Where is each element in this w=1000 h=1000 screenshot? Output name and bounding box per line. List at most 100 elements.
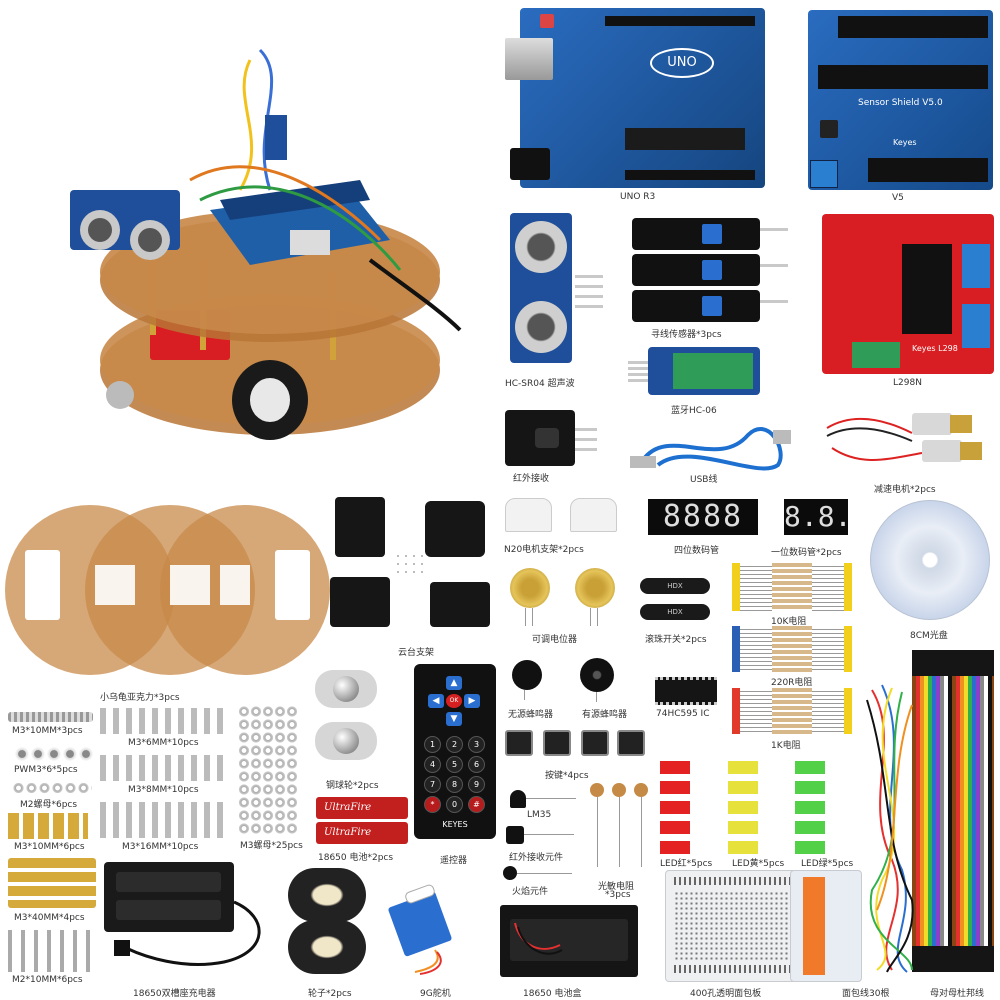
hc-sr04-module: [510, 213, 605, 363]
buzzer-leg: [524, 690, 525, 700]
resistor-tape: [844, 563, 852, 611]
resistors-220: [732, 626, 852, 672]
digital-header: [605, 16, 755, 26]
charger-body: [104, 862, 234, 932]
pin: [575, 275, 603, 278]
bracket-part: [430, 582, 490, 627]
ic74-label: 74HC595 IC: [656, 709, 710, 719]
battery-2: UltraFire: [316, 822, 408, 844]
remote-down-arrow: ▼: [446, 712, 462, 726]
bracket-part: [330, 577, 390, 627]
photoresistor: [634, 783, 648, 797]
tracking-sensor-2: [632, 254, 760, 286]
terminal-power: [852, 342, 900, 368]
breadboard-wire-label: 面包线30根: [842, 989, 890, 999]
pin: [575, 305, 603, 308]
tracking-sensor-1: [632, 218, 760, 250]
transducer-top: [515, 221, 567, 273]
resistor-tape: [844, 688, 852, 734]
remote-key: 1: [424, 736, 441, 753]
transducer-bottom: [515, 301, 567, 353]
caster-ball-2: [315, 722, 377, 760]
m3x10-label: M3*10MM*3pcs: [12, 726, 83, 736]
photoresistor-leg: [597, 797, 598, 867]
photoresistor: [590, 783, 604, 797]
tracking-sensor-3: [632, 290, 760, 322]
caster-label: 钢球轮*2pcs: [326, 781, 379, 791]
remote-key: 2: [446, 736, 463, 753]
passive-buzzer-label: 无源蜂鸣器: [508, 710, 554, 720]
ir-sensor: [535, 428, 559, 448]
resistor-bodies: [772, 626, 812, 672]
passive-buzzer: [512, 660, 542, 690]
m3x10-screws: [8, 712, 93, 722]
v5-header-mid: [818, 65, 988, 89]
robot-car-illustration: [70, 48, 462, 440]
remote-key: 4: [424, 756, 441, 773]
pwm3x6-screws: [14, 745, 94, 763]
remote-label: 遥控器: [440, 856, 468, 866]
pot-1: [510, 568, 550, 608]
pot: [702, 260, 722, 280]
remote-key: 7: [424, 776, 441, 793]
breadboard-label: 400孔透明面包板: [690, 989, 762, 999]
photoresistor-leg: [641, 797, 642, 867]
pot-leg: [597, 608, 598, 626]
remote-left-arrow: ◀: [428, 694, 444, 708]
resistor-tape: [732, 563, 740, 611]
pin: [575, 438, 597, 441]
remote-key: 6: [468, 756, 485, 773]
led-green-label: LED绿*5pcs: [801, 859, 854, 869]
photoresistor: [612, 783, 626, 797]
ir-receiver-module: [505, 410, 600, 468]
ir-remote: ▲ ◀ OK ▶ ▼ 1 2 3 4 5 6 7 8 9 * 0 # KEYES: [414, 664, 496, 839]
photoresistor-qty-label: *3pcs: [605, 890, 631, 900]
uno-pcb: [520, 8, 765, 188]
robot-car-photo: [40, 40, 480, 460]
pot: [702, 296, 722, 316]
battery-box-slot: [510, 919, 628, 961]
photoresistors: [590, 783, 650, 873]
r10k-label: 10K电阻: [771, 617, 807, 627]
l298n-module: Keyes L298: [822, 214, 994, 374]
breadboard-rail-bottom: [674, 965, 798, 973]
v5-label: V5: [892, 193, 904, 203]
potentiometers: [505, 568, 630, 628]
bracket-screws: [394, 552, 424, 577]
remote-key: 0: [446, 796, 463, 813]
acrylic-plates: [5, 495, 330, 685]
caster-ball-1: [315, 670, 377, 708]
tact-button: [581, 730, 609, 756]
n20-bracket-2: [570, 498, 617, 532]
led-red-label: LED红*5pcs: [660, 859, 713, 869]
tracking-sensors: [632, 218, 792, 326]
v5-text: Sensor Shield V5.0: [858, 98, 943, 108]
usb-cable-drawing: [630, 427, 791, 471]
dupont-wires: [912, 650, 994, 975]
seg4-display: 8888: [648, 499, 758, 535]
pin: [575, 428, 597, 431]
m3x8-label: M3*8MM*10pcs: [128, 785, 199, 795]
terminal-a: [962, 244, 990, 288]
dupont-label: 母对母杜邦线: [930, 989, 985, 999]
charger-slot-2: [116, 900, 221, 920]
flame-sensor: [503, 866, 517, 880]
pan-tilt-label: 云台支架: [398, 648, 435, 658]
battery-box-label: 18650 电池盒: [523, 989, 582, 999]
gear-motor-drawing: [826, 413, 982, 462]
pin: [575, 295, 603, 298]
v5-header-bottom: [868, 158, 988, 182]
usb-label: USB线: [690, 475, 718, 485]
ir-receiver-label: 红外接收: [513, 474, 550, 484]
charger-slot-1: [116, 872, 221, 892]
lm35-sensor: [510, 790, 526, 808]
v5-header-top: [838, 16, 988, 38]
resistor-tape: [732, 626, 740, 672]
r220-label: 220R电阻: [771, 678, 813, 688]
tilt-label: 滚珠开关*2pcs: [645, 635, 707, 645]
m2x10-screws: [8, 930, 93, 972]
remote-brand: KEYES: [442, 820, 468, 829]
v5-reset-button: [820, 120, 838, 138]
n20-bracket-1: [505, 498, 552, 532]
wheel-1: [288, 868, 366, 922]
